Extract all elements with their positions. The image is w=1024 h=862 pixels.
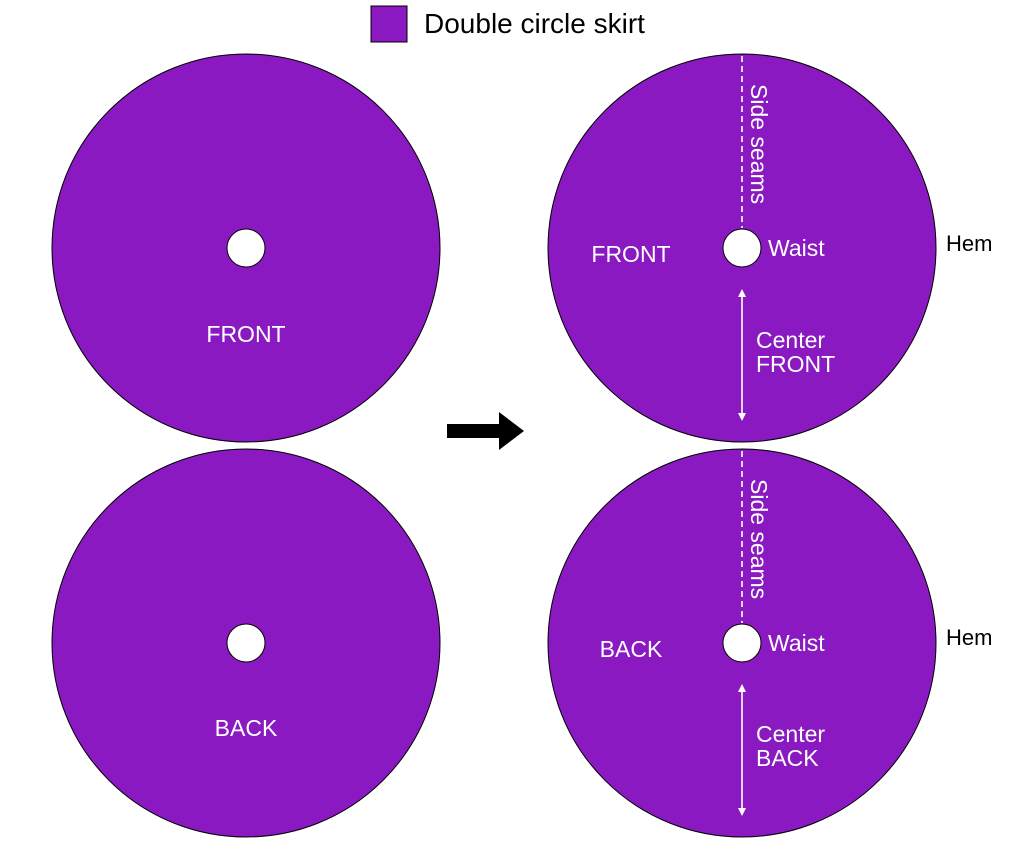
center-label-line1: Center <box>756 721 825 747</box>
center-label-line2: BACK <box>756 745 819 771</box>
waist-hole <box>226 623 266 663</box>
center-label-line1: Center <box>756 327 825 353</box>
right-front-piece: Side seams Waist FRONT Center FRONT <box>547 53 937 443</box>
waist-label: Waist <box>768 235 825 261</box>
waist-hole <box>722 623 762 663</box>
left-back-piece: BACK <box>51 448 441 838</box>
right-arrow-icon <box>447 412 524 450</box>
center-label-line2: FRONT <box>756 351 835 377</box>
panel-label: BACK <box>600 636 663 662</box>
panel-label: FRONT <box>591 241 670 267</box>
hem-label-front: Hem <box>946 231 992 256</box>
side-seams-label: Side seams <box>746 84 772 204</box>
waist-hole <box>226 228 266 268</box>
hem-label-back: Hem <box>946 625 992 650</box>
legend-swatch <box>370 5 408 43</box>
side-seams-label: Side seams <box>746 479 772 599</box>
waist-label: Waist <box>768 630 825 656</box>
left-front-piece: FRONT <box>51 53 441 443</box>
back-label: BACK <box>215 715 278 741</box>
legend-label: Double circle skirt <box>424 8 645 39</box>
front-label: FRONT <box>206 321 285 347</box>
waist-hole <box>722 228 762 268</box>
right-back-piece: Side seams Waist BACK Center BACK <box>547 448 937 838</box>
